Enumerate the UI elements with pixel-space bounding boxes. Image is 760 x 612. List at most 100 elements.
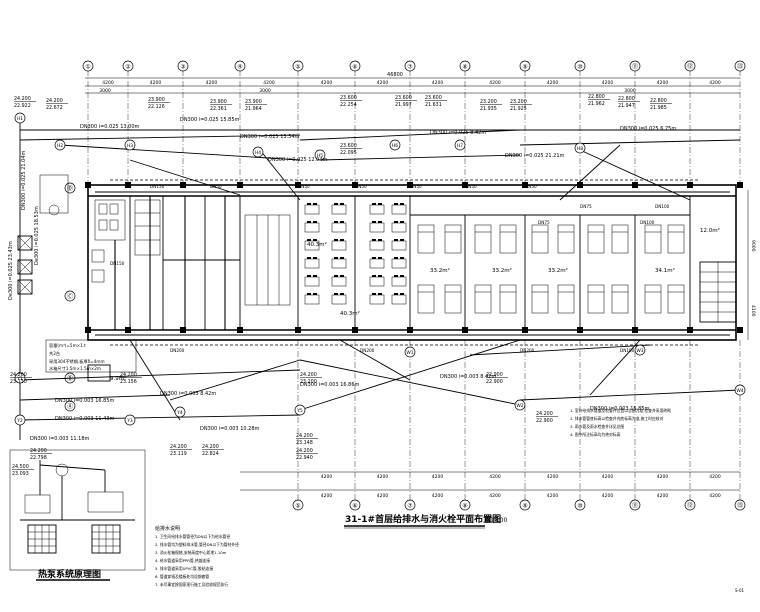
pipe-size: DN100 bbox=[640, 220, 655, 225]
ground-elevation: 23.600 bbox=[340, 143, 357, 149]
dining-table bbox=[369, 239, 385, 251]
axis-label: ⑨ bbox=[522, 64, 527, 71]
overall-dimension: 46800 bbox=[387, 72, 403, 78]
ground-elevation: 24.200 bbox=[170, 444, 187, 450]
ground-elevation: 24.200 bbox=[202, 444, 219, 450]
dining-table bbox=[331, 275, 347, 287]
invert-elevation: 21.947 bbox=[618, 103, 635, 109]
room-area: 9.9m² bbox=[110, 375, 126, 382]
invert-elevation: 21.964 bbox=[245, 106, 262, 112]
bed bbox=[474, 224, 492, 254]
axis-bubble: ⑪ bbox=[629, 60, 641, 72]
axis-bubble: ② bbox=[122, 60, 134, 72]
ground-elevation: 24.200 bbox=[10, 372, 27, 378]
invert-elevation: 21.925 bbox=[510, 106, 527, 112]
dining-tables bbox=[304, 203, 407, 305]
axis-label: ⑤ bbox=[295, 503, 300, 510]
pipe-label: DN300 i=0.025 13.00m bbox=[80, 124, 140, 130]
invert-elevation: 22.254 bbox=[340, 102, 357, 108]
dimension-text: 4200 bbox=[709, 474, 721, 480]
dimension-text: 4200 bbox=[432, 80, 444, 86]
pipe-label: DN300 i=0.003 11.18m bbox=[30, 436, 90, 442]
well-label: H8 bbox=[577, 146, 583, 152]
sub-dimension: 3000 bbox=[99, 88, 111, 94]
ground-elevation: 24.200 bbox=[300, 372, 317, 378]
column bbox=[85, 182, 91, 188]
axis-label: ⑧ bbox=[462, 503, 467, 510]
ground-elevation: 24.200 bbox=[30, 448, 47, 454]
well-label: W4 bbox=[736, 388, 743, 394]
column bbox=[352, 182, 358, 188]
inspection-well: W4 bbox=[734, 384, 746, 396]
dining-table bbox=[331, 203, 347, 215]
ground-elevation: 23.900 bbox=[245, 99, 262, 105]
well-label: H2 bbox=[57, 143, 63, 149]
pipe-label: DN300 i=0.003 10.28m bbox=[200, 426, 260, 432]
pipe-size: DN150 bbox=[150, 184, 165, 189]
ground-elevation: 24.200 bbox=[296, 433, 313, 439]
invert-elevation: 23.130 bbox=[10, 379, 27, 385]
note-line: 3. 雨水管及雨水检查井详见总图 bbox=[570, 424, 624, 429]
well-label: H1 bbox=[17, 116, 23, 122]
pipe-label: DN300 i=0.003 16.85m bbox=[55, 398, 115, 404]
bottom-dimension-texts: 4200420042004200420042004200420042004200… bbox=[321, 474, 721, 499]
ground-elevation: 23.600 bbox=[395, 95, 412, 101]
tank-note-line: 容量(m³)=5m×1.t bbox=[49, 342, 86, 349]
pipe-label: De300 i=0.025 18.53m bbox=[34, 206, 40, 265]
heat-pump-title: 热泵系统原理图 bbox=[38, 568, 101, 580]
axis-bubble: ⑦ bbox=[404, 60, 416, 72]
dining-table bbox=[304, 239, 320, 251]
axis-bubble: ⑩ bbox=[574, 60, 586, 72]
dimension-text: 4200 bbox=[657, 493, 669, 499]
exterior-drainage-lines bbox=[19, 120, 741, 440]
room-area-labels: 40.3m² 33.2m² 33.2m² 33.2m² 34.1m² 40.3m… bbox=[110, 227, 720, 382]
column bbox=[522, 182, 528, 188]
bed bbox=[587, 284, 605, 314]
pipe-label: DN300 i=0.025 12.04m bbox=[268, 157, 328, 163]
invert-elevation: 22.361 bbox=[210, 106, 227, 112]
dimension-text: 4200 bbox=[263, 80, 275, 86]
invert-elevation: 23.200 bbox=[300, 379, 317, 385]
room-area: 40.3m² bbox=[307, 241, 327, 248]
bottom-elevation-labels: 24.20023.13024.20023.20022.90022.90024.2… bbox=[10, 372, 558, 477]
axis-label: ⑪ bbox=[632, 63, 638, 71]
axis-bubble: ⑧ bbox=[459, 499, 471, 511]
top-dimension-lines: 46800 3000 3000 3000 bbox=[85, 72, 740, 94]
axis-label: ⑥ bbox=[352, 503, 357, 510]
ground-elevation: 23.900 bbox=[210, 99, 227, 105]
inspection-well: Y1 bbox=[14, 372, 26, 384]
well-label: H3 bbox=[127, 143, 133, 149]
inspection-well: H1 bbox=[14, 112, 26, 124]
dimension-text: 4200 bbox=[709, 80, 721, 86]
ground-elevation: 23.600 bbox=[340, 95, 357, 101]
bed bbox=[474, 284, 492, 314]
dining-table bbox=[331, 239, 347, 251]
pipe-label: DN300 i=0.003 16.86m bbox=[300, 382, 360, 388]
note-line: 6. 管道穿墙及楼板处均设钢套管 bbox=[155, 574, 209, 579]
inspection-well: H5 bbox=[314, 149, 326, 161]
bed bbox=[667, 284, 685, 314]
inspection-well: H8 bbox=[574, 142, 586, 154]
inspection-well: Y3 bbox=[124, 414, 136, 426]
dining-table bbox=[369, 221, 385, 233]
axis-grid-lines bbox=[87, 70, 741, 500]
dining-table bbox=[391, 203, 407, 215]
dimension-text: 4200 bbox=[432, 474, 444, 480]
dining-table bbox=[369, 275, 385, 287]
note-line: 3. 消火栓箱规格,安装高度中心距地1.10m bbox=[155, 550, 227, 555]
